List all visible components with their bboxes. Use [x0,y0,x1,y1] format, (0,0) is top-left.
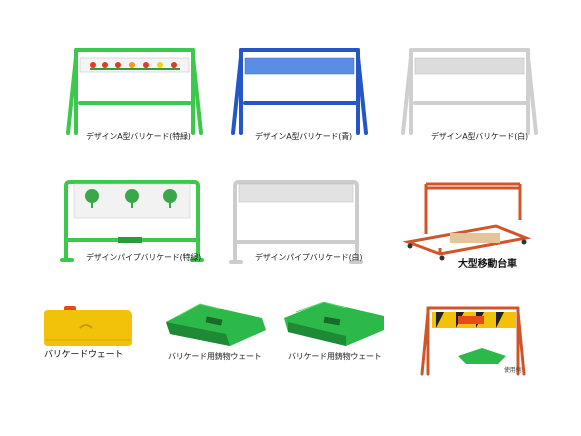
white-a-barricade-icon [401,48,538,135]
caption-cart: 大型移動台車 [458,259,517,270]
caption-cast-2: バリケード用鋳物ウェート [288,352,382,361]
product-a-blue: デザインA型バリケード(青) [225,45,375,165]
caption-a-blue: デザインA型バリケード(青) [255,132,352,141]
leaf-panel-pipe-barricade-icon [60,180,204,262]
yellow-weight-icon [44,306,132,346]
product-cart: 大型移動台車 [400,178,550,278]
white-pipe-barricade-icon [229,180,363,264]
caption-pipe-green: デザインパイプバリケード(特緑) [86,253,202,262]
cast-weight-icon [284,301,384,346]
flower-panel-barricade-icon [66,48,203,135]
product-a-white: デザインA型バリケード(白) [395,45,545,165]
product-pipe-white: デザインパイプバリケード(白) [225,178,375,278]
product-example: 使用例 [418,298,538,378]
cast-weight-icon [166,303,266,346]
caption-a-green: デザインA型バリケード(特緑) [86,132,191,141]
caption-example: 使用例 [504,367,522,374]
usage-example-icon [420,306,526,376]
moving-cart-icon [402,182,532,261]
product-pipe-green: デザインパイプバリケード(特緑) [60,178,210,278]
caption-cast-1: バリケード用鋳物ウェート [168,352,262,361]
product-a-green: デザインA型バリケード(特緑) [60,45,210,165]
blue-a-barricade-icon [231,48,368,135]
product-weight: バリケードウェート [40,300,160,370]
caption-a-white: デザインA型バリケード(白) [431,132,528,141]
caption-weight: バリケードウェート [44,350,124,360]
caption-pipe-white: デザインパイプバリケード(白) [255,253,363,262]
product-cast-1: バリケード用鋳物ウェート [160,300,280,370]
product-cast-2: バリケード用鋳物ウェート [280,300,400,370]
